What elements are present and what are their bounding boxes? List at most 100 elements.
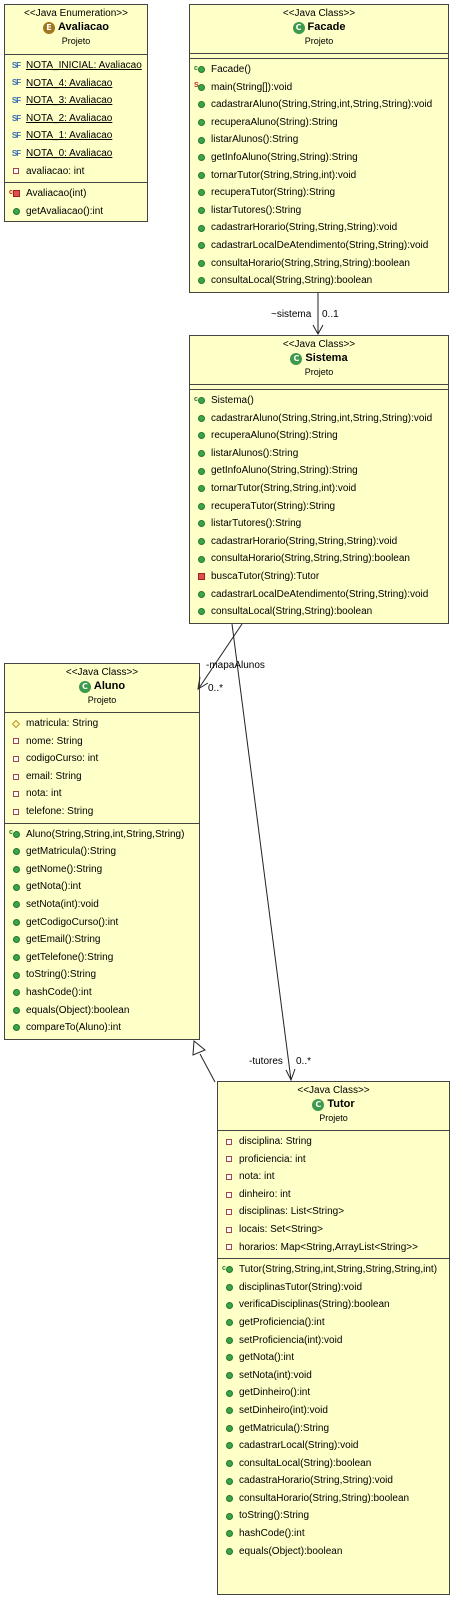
operation: equals(Object):boolean — [218, 1543, 449, 1561]
operation: recuperaTutor(String):String — [190, 498, 448, 516]
operation: consultaHorario(String,String,String):bo… — [190, 255, 448, 273]
private-field-icon — [222, 1136, 236, 1148]
operation: setNota(int):void — [5, 896, 199, 914]
private-field-icon — [9, 735, 23, 747]
public-method-icon — [9, 969, 23, 981]
operation: getInfoAluno(String,String):String — [190, 462, 448, 480]
private-field-icon — [222, 1241, 236, 1253]
private-method-icon — [194, 571, 208, 583]
operation: cadastraHorario(String,String):void — [218, 1472, 449, 1490]
attributes-section — [190, 53, 448, 58]
stereotype: <<Java Class>> — [282, 8, 356, 19]
public-method-icon — [194, 205, 208, 217]
operation: getNota():int — [5, 878, 199, 896]
attribute: locais: Set<String> — [218, 1221, 449, 1239]
public-method-icon — [222, 1475, 236, 1487]
attribute: proficiencia: int — [218, 1151, 449, 1169]
operation: buscaTutor(String):Tutor — [190, 568, 448, 586]
static-final-icon: SF — [11, 95, 21, 105]
private-constructor-icon: c — [9, 188, 23, 200]
public-method-icon — [194, 430, 208, 442]
stereotype: <<Java Class>> — [297, 1085, 370, 1096]
public-method-icon — [194, 117, 208, 129]
operation: setProficiencia(int):void — [218, 1332, 449, 1350]
enum-icon: E — [43, 21, 56, 34]
public-method-icon — [9, 987, 23, 999]
operation: tornarTutor(String,String,int):void — [190, 480, 448, 498]
attribute: disciplinas: List<String> — [218, 1203, 449, 1221]
class-icon: C — [78, 680, 91, 693]
multiplicity-label: 0..* — [208, 683, 224, 694]
public-method-icon — [222, 1387, 236, 1399]
public-method-icon — [194, 275, 208, 287]
operation: getTelefone():String — [5, 949, 199, 967]
private-field-icon — [222, 1171, 236, 1183]
operation: toString():String — [5, 966, 199, 984]
operation: equals(Object):boolean — [5, 1002, 199, 1020]
public-method-icon — [222, 1440, 236, 1452]
public-method-icon — [222, 1317, 236, 1329]
operation: tornarTutor(String,String,int):void — [190, 167, 448, 185]
operation: consultaHorario(String,String):boolean — [218, 1490, 449, 1508]
operation: getNota():int — [218, 1349, 449, 1367]
attributes-section: matricula: String nome: String codigoCur… — [5, 712, 199, 823]
public-method-icon — [194, 483, 208, 495]
public-method-icon — [222, 1510, 236, 1522]
static-final-icon: SF — [11, 113, 21, 123]
private-field-icon — [9, 771, 23, 783]
attribute: email: String — [5, 768, 199, 786]
public-method-icon — [194, 222, 208, 234]
attributes-section — [190, 384, 448, 389]
private-field-icon — [9, 165, 23, 177]
public-method-icon — [9, 864, 23, 876]
private-field-icon — [9, 753, 23, 765]
attribute: nome: String — [5, 733, 199, 751]
operation: getMatricula():String — [5, 843, 199, 861]
private-field-icon — [222, 1189, 236, 1201]
public-method-icon — [194, 518, 208, 530]
role-label: ~sistema — [271, 309, 312, 320]
static-final-icon: SF — [11, 131, 21, 141]
operation: hashCode():int — [5, 984, 199, 1002]
operation: listarTutores():String — [190, 515, 448, 533]
operation: getAvaliacao():int — [5, 203, 147, 221]
role-label: -mapaAlunos — [206, 660, 265, 671]
static-method-icon: S — [194, 81, 208, 93]
public-method-icon — [222, 1334, 236, 1346]
operation: cadastrarHorario(String,String,String):v… — [190, 533, 448, 551]
public-method-icon — [9, 916, 23, 928]
class-icon: C — [292, 21, 305, 34]
operation: consultaLocal(String,String):boolean — [190, 603, 448, 621]
operation: consultaLocal(String,String):boolean — [190, 272, 448, 290]
sistema-aluno-association — [198, 623, 243, 689]
operation: cadastrarLocalDeAtendimento(String,Strin… — [190, 237, 448, 255]
attribute: telefone: String — [5, 803, 199, 821]
static-final-icon: SF — [11, 148, 21, 158]
operation: toString():String — [218, 1507, 449, 1525]
operation: cadastrarLocal(String):void — [218, 1437, 449, 1455]
private-field-icon — [222, 1206, 236, 1218]
operation: compareTo(Aluno):int — [5, 1019, 199, 1037]
public-method-icon — [9, 899, 23, 911]
public-method-icon — [222, 1370, 236, 1382]
static-final-icon: SF — [11, 60, 21, 70]
public-method-icon — [194, 553, 208, 565]
operation: setNota(int):void — [218, 1367, 449, 1385]
